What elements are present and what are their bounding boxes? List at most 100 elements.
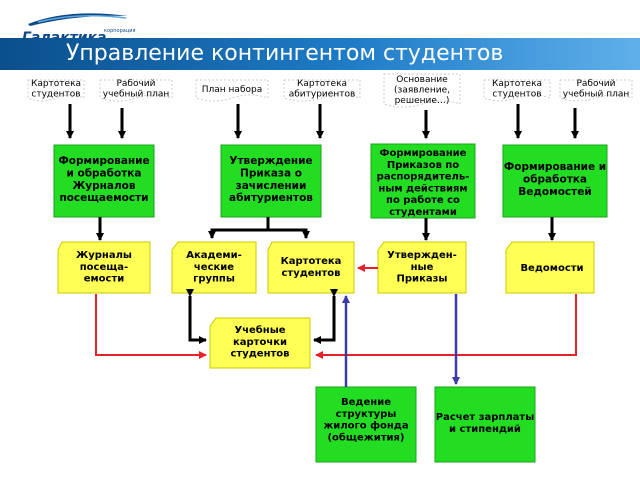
label-line: посещаемости	[59, 192, 148, 204]
label-line: Ведение	[341, 397, 391, 408]
label-line: Картотека	[31, 79, 81, 89]
label-line: студентов	[31, 90, 80, 100]
label-line: учебный план	[103, 90, 170, 100]
label-line: ные	[411, 262, 434, 273]
document-osnovanie: Основание(заявление,решение…)	[383, 73, 461, 108]
label-line: ческие	[194, 262, 234, 273]
label-line: обработка	[523, 173, 587, 185]
label-line: Картотека	[492, 79, 542, 89]
label-line: Журналы	[76, 250, 132, 261]
label-line: емости	[84, 274, 125, 285]
label-line: Картотека	[297, 79, 347, 89]
process-to-output-arrows	[96, 217, 556, 241]
label-line: Формирование	[380, 148, 467, 159]
label-line: (общежития)	[327, 431, 404, 443]
label-line: и обработка	[66, 167, 141, 179]
label-line: решение…)	[395, 96, 450, 106]
label-line: Основание	[396, 75, 448, 85]
label-line: Формирование и	[504, 161, 606, 173]
label-line: абитуриентов	[229, 192, 313, 204]
label-line: Рабочий	[576, 79, 615, 89]
label-line: Утвержден-	[387, 250, 457, 261]
label-line: распорядитель-	[377, 172, 470, 183]
logo-subtext: корпорация	[104, 28, 136, 34]
output-label: Ведомости	[520, 263, 583, 274]
label-line: Учебные	[234, 324, 285, 336]
document-to-process-arrows	[66, 104, 579, 139]
label-line: (заявление,	[394, 86, 450, 96]
label-line: Приказа о	[240, 167, 302, 179]
label-line: Приказов по	[387, 160, 459, 171]
document-plan-nabora: План набора	[195, 79, 269, 102]
label-line: Ведомости	[520, 263, 583, 274]
label-line: посеща-	[80, 262, 128, 273]
label-line: зачислении	[236, 180, 307, 192]
label-line: абитуриентов	[289, 90, 356, 100]
label-line: студентами	[389, 207, 457, 218]
document-label: Основание(заявление,решение…)	[394, 75, 450, 106]
label-line: Академи-	[186, 250, 241, 261]
output-vedomosti: Ведомости	[505, 241, 595, 294]
label-line: Формирование	[58, 155, 149, 167]
logo-swoosh-icon	[28, 13, 128, 26]
blue-connectors	[342, 294, 460, 387]
label-line: Журналов	[72, 180, 135, 192]
label-line: ным действиям	[378, 183, 467, 194]
red-connectors	[95, 264, 577, 359]
label-line: План набора	[202, 85, 262, 95]
label-line: структуры	[336, 409, 397, 420]
label-line: и стипендий	[449, 424, 521, 435]
label-line: группы	[193, 274, 235, 285]
label-line: карточки	[233, 337, 287, 348]
label-line: Ведомостей	[518, 186, 591, 198]
label-line: по работе со	[386, 194, 460, 206]
label-line: учебный план	[563, 90, 630, 100]
label-line: студентов	[281, 268, 340, 279]
label-line: жилого фонда	[323, 420, 408, 432]
header: Галактика корпорация Управление континге…	[0, 0, 640, 72]
label-line: студентов	[230, 349, 289, 360]
label-line: студентов	[492, 90, 541, 100]
document-label: План набора	[202, 85, 262, 95]
page-title: Управление контингентом студентов	[66, 41, 504, 66]
label-line: Приказы	[397, 274, 448, 285]
black-bidirectional-connectors	[186, 289, 338, 344]
label-line: Утверждение	[229, 155, 312, 167]
label-line: Расчет зарплаты	[436, 412, 534, 423]
label-line: Рабочий	[116, 79, 155, 89]
title-bar	[0, 38, 640, 70]
label-line: Картотека	[281, 256, 342, 267]
